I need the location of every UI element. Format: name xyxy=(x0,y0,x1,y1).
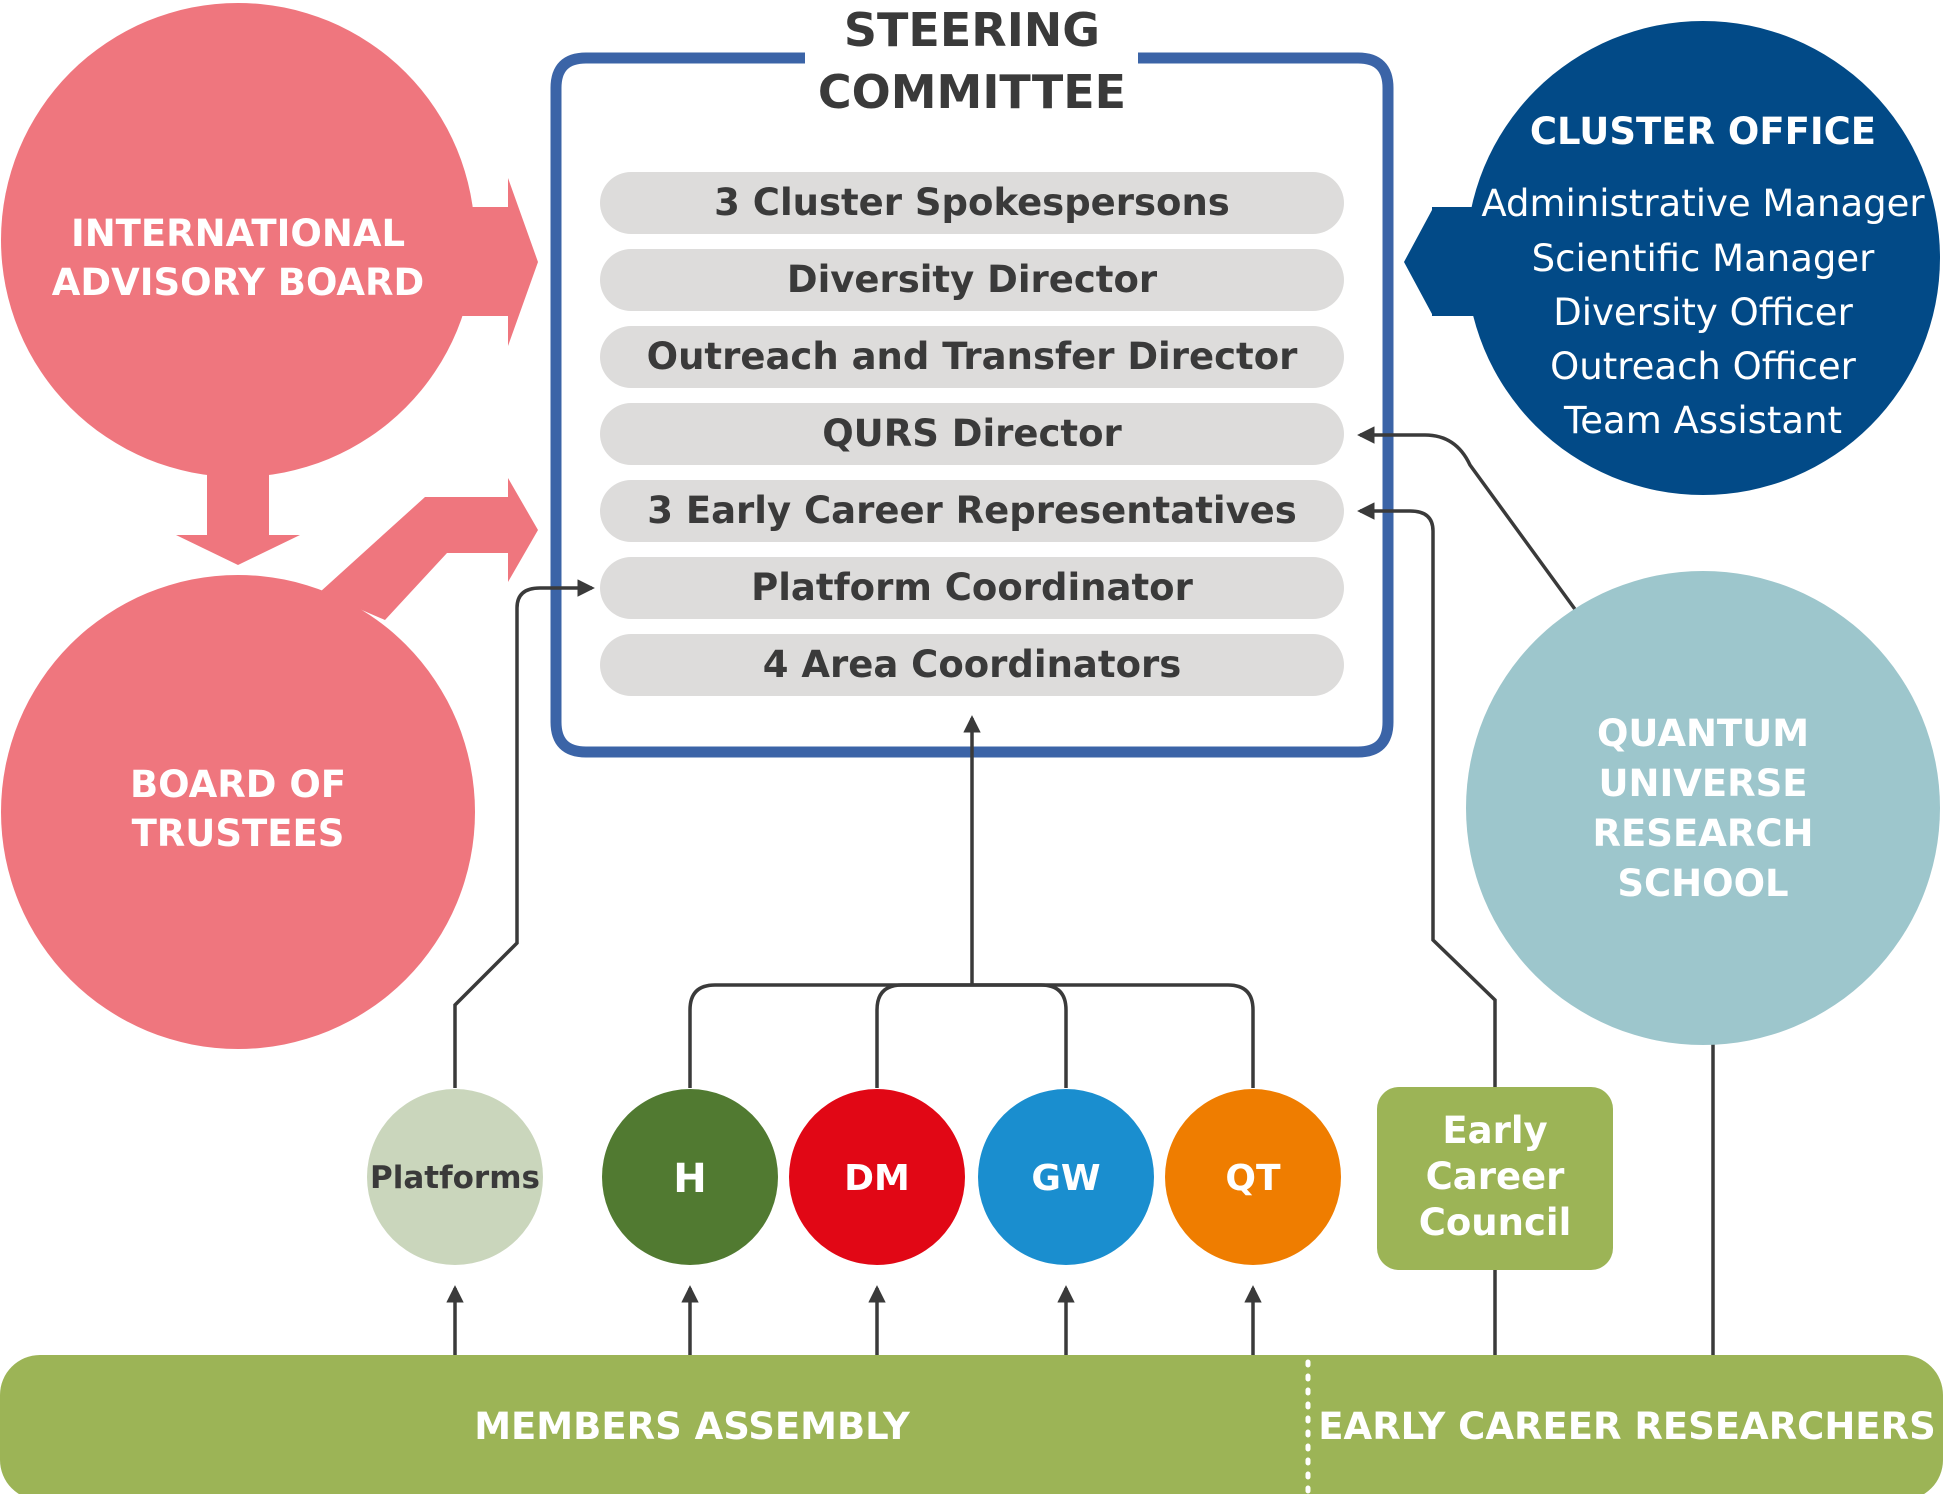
steering-title-line1: STEERING xyxy=(844,3,1100,57)
bottom-bar xyxy=(0,1355,1943,1494)
area-dm-label: DM xyxy=(844,1158,910,1199)
early-career-council-box xyxy=(1377,1087,1613,1270)
area-qt-circle xyxy=(1165,1089,1341,1265)
area-gw-circle xyxy=(978,1089,1154,1265)
advisory-to-steering-arrow xyxy=(440,178,538,346)
steering-row: Platform Coordinator xyxy=(600,557,1344,619)
advisory-to-trustees-arrow xyxy=(176,470,300,565)
area-dm-circle xyxy=(789,1089,965,1265)
research-school-line: SCHOOL xyxy=(1617,862,1788,905)
steering-title-line2: COMMITTEE xyxy=(818,65,1126,119)
areas-connector-inner xyxy=(875,983,1068,1088)
platforms-circle xyxy=(367,1089,543,1265)
cluster-office-title: CLUSTER OFFICE xyxy=(1530,110,1876,153)
research-school-line: QUANTUM xyxy=(1597,712,1809,755)
area-qt-label: QT xyxy=(1225,1158,1281,1199)
area-gw-label: GW xyxy=(1031,1158,1100,1199)
areas-connector-outer xyxy=(688,983,1255,1088)
council-label-line: Career xyxy=(1426,1155,1566,1198)
council-label-line: Early xyxy=(1442,1109,1547,1152)
council-to-ecr-connector xyxy=(1357,502,1497,1088)
school-to-qurs-connector xyxy=(1357,426,1579,614)
trustees-to-steering-arrow xyxy=(320,478,538,620)
board-of-trustees-circle xyxy=(1,575,475,1049)
research-school-circle xyxy=(1466,571,1940,1045)
cluster-office-circle xyxy=(1466,21,1940,495)
steering-row: 4 Area Coordinators xyxy=(600,634,1344,696)
advisory-board-circle xyxy=(1,3,475,477)
steering-row-label: 3 Cluster Spokespersons xyxy=(714,181,1230,224)
steering-row-label: 3 Early Career Representatives xyxy=(647,489,1297,532)
steering-row: Diversity Director xyxy=(600,249,1344,311)
research-school-line: UNIVERSE xyxy=(1598,762,1807,805)
advisory-board-label-line1: INTERNATIONAL xyxy=(71,212,405,255)
area-h-label: H xyxy=(673,1156,706,1202)
steering-row: 3 Cluster Spokespersons xyxy=(600,172,1344,234)
cluster-office-item: Administrative Manager xyxy=(1481,182,1925,225)
steering-row: QURS Director xyxy=(600,403,1344,465)
steering-row-label: QURS Director xyxy=(822,412,1122,455)
steering-row-label: Outreach and Transfer Director xyxy=(647,335,1298,378)
council-label-line: Council xyxy=(1419,1201,1572,1244)
steering-row-label: 4 Area Coordinators xyxy=(763,643,1182,686)
platforms-to-coordinator-connector xyxy=(453,579,595,1088)
cluster-office-item: Diversity Officer xyxy=(1553,291,1853,334)
research-school-line: RESEARCH xyxy=(1593,812,1814,855)
early-career-researchers-label: EARLY CAREER RESEARCHERS xyxy=(1318,1405,1935,1448)
steering-row: 3 Early Career Representatives xyxy=(600,480,1344,542)
area-h-circle xyxy=(602,1089,778,1265)
steering-row: Outreach and Transfer Director xyxy=(600,326,1344,388)
members-assembly-label: MEMBERS ASSEMBLY xyxy=(474,1405,911,1448)
platforms-label: Platforms xyxy=(370,1160,540,1196)
trustees-label-line1: BOARD OF xyxy=(130,763,346,806)
office-to-steering-arrow xyxy=(1404,207,1500,316)
cluster-office-item: Outreach Officer xyxy=(1550,345,1856,388)
cluster-office-item: Scientific Manager xyxy=(1532,237,1875,280)
cluster-office-item: Team Assistant xyxy=(1563,399,1842,442)
trustees-label-line2: TRUSTEES xyxy=(132,812,345,855)
advisory-board-label-line2: ADVISORY BOARD xyxy=(52,261,425,304)
steering-row-label: Diversity Director xyxy=(787,258,1158,301)
steering-row-label: Platform Coordinator xyxy=(751,566,1193,609)
